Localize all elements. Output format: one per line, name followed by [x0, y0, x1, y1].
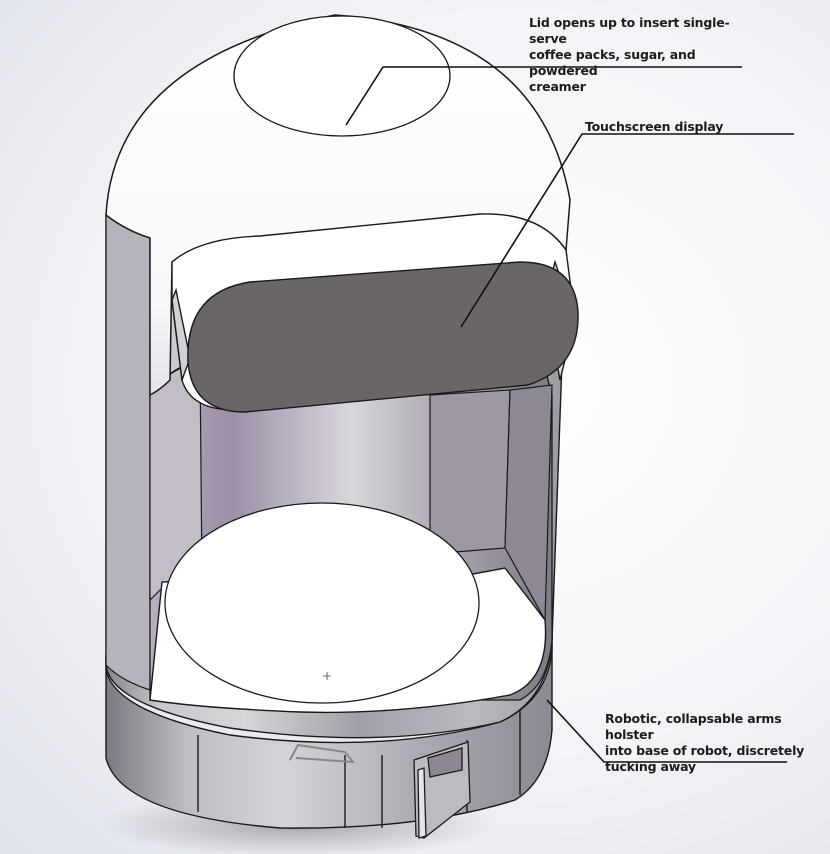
- cup-plate: [164, 502, 480, 704]
- leader-lid: [345, 66, 742, 126]
- leader-arms: [546, 699, 787, 763]
- callout-touchscreen: Touchscreen display: [585, 119, 724, 134]
- sketch-mark: [289, 743, 356, 764]
- center-mark: +: [322, 669, 332, 683]
- body-left-band: [105, 214, 151, 691]
- callout-lid: Lid opens up to insert single-serve coff…: [529, 15, 730, 94]
- arm-holster: [413, 741, 471, 839]
- touchscreen-display: [187, 261, 579, 413]
- leader-touchscreen: [460, 133, 794, 328]
- lid-circle: [233, 15, 451, 137]
- leader-lines: [345, 66, 794, 763]
- callout-arms: Robotic, collapsable arms holster into b…: [605, 711, 805, 774]
- niche-inner-right: [429, 389, 511, 561]
